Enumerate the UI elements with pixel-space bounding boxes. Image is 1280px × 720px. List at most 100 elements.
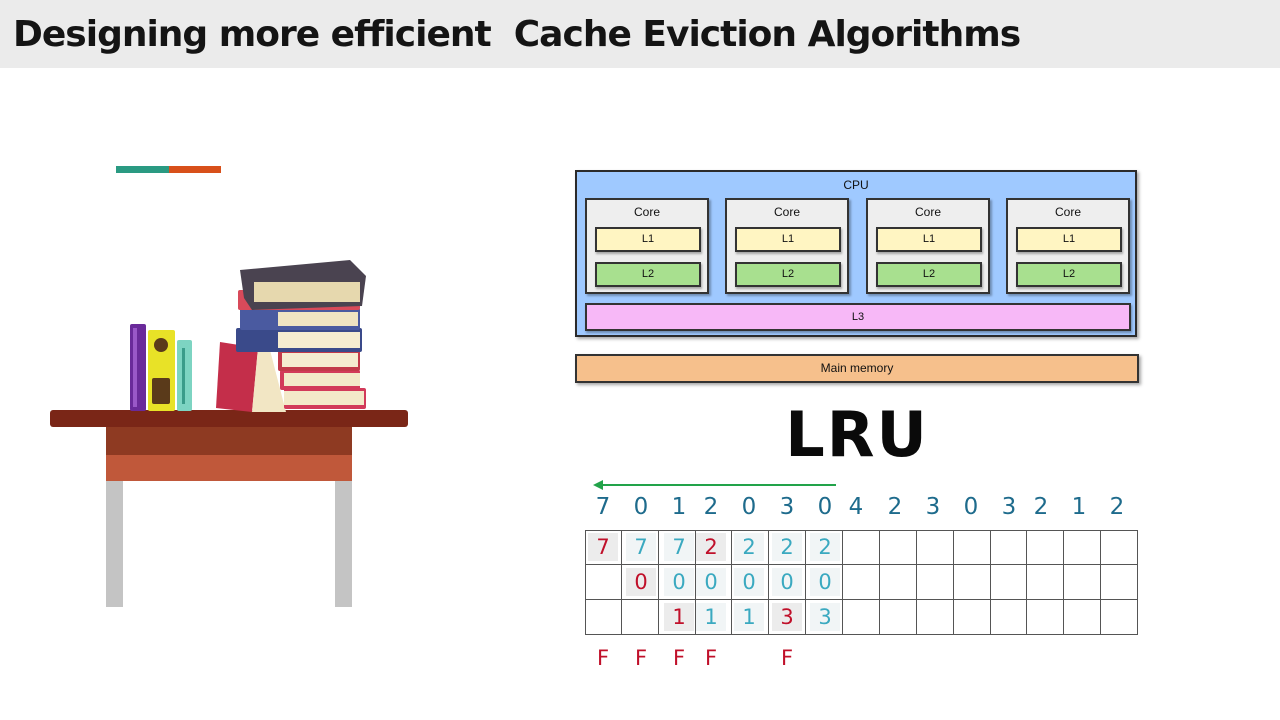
frame-cell [879,530,917,565]
core-label: Core [914,205,941,219]
reference-item: 3 [1001,494,1017,520]
frame-cell [658,600,696,635]
l1-cache: L1 [876,227,982,252]
frame-cell [990,530,1028,565]
l1-cache: L1 [595,227,701,252]
frame-cell [769,565,807,600]
reference-item: 3 [779,494,795,520]
frame-cell [843,600,880,635]
frame-value: 0 [734,568,764,596]
book-red-leaning [216,342,258,412]
frame-cell [1064,530,1102,565]
core-1: Core L1 L2 [585,198,709,294]
l2-cache: L2 [595,262,701,287]
lru-title: LRU [785,398,929,471]
frame-cell [879,600,917,635]
reference-item: 1 [671,494,687,520]
frame-cell [621,565,659,600]
frame-cell [621,600,659,635]
page-fault-marker: F [672,646,686,670]
frame-cell [769,530,807,565]
core-label: Core [1054,205,1081,219]
frame-cell [695,600,733,635]
frame-value: 7 [626,533,656,561]
frame-cell [732,600,770,635]
frame-cell [658,565,696,600]
core-2: Core L1 L2 [725,198,849,294]
frame-cell [916,565,954,600]
frame-value: 3 [810,603,840,631]
core-4: Core L1 L2 [1006,198,1130,294]
cpu-block: CPU Core L1 L2 Core L1 L2 Core L1 L2 Cor… [575,170,1137,337]
frame-cell [1027,565,1065,600]
title-bar: Designing more efficient Cache Eviction … [0,0,1280,68]
l1-cache: L1 [1016,227,1122,252]
frame-cell [1027,530,1065,565]
frame-value: 1 [664,603,694,631]
slide-title: Designing more efficient Cache Eviction … [13,14,1021,55]
frame-cell [658,530,696,565]
reference-item: 1 [1071,494,1087,520]
frame-cell [695,565,733,600]
frame-cell [843,530,880,565]
frame-cell [843,565,880,600]
reference-item: 0 [817,494,833,520]
frame-value: 1 [734,603,764,631]
page-fault-marker: F [596,646,610,670]
frame-value: 1 [696,603,726,631]
frame-cell [953,565,991,600]
l3-cache: L3 [585,303,1131,331]
page-fault-marker: F [780,646,794,670]
frame-cell [1101,600,1138,635]
frame-cell [621,530,659,565]
frame-value: 2 [772,533,802,561]
frame-value: 2 [810,533,840,561]
desk-apron [106,425,352,455]
frame-cell [585,565,622,600]
reference-item: 2 [1033,494,1049,520]
frame-value: 3 [772,603,802,631]
reference-item: 0 [633,494,649,520]
frame-value: 0 [664,568,694,596]
frame-value: 0 [810,568,840,596]
left-arrow-icon [593,480,836,490]
frame-cell [1101,565,1138,600]
reference-item: 4 [848,494,864,520]
reference-item: 2 [887,494,903,520]
frame-cell [1101,530,1138,565]
frame-cell [806,565,844,600]
frame-cell [990,600,1028,635]
reference-item: 2 [703,494,719,520]
reference-item: 0 [741,494,757,520]
l2-cache: L2 [735,262,841,287]
l1-cache: L1 [735,227,841,252]
frame-cell [953,600,991,635]
accent-bar-orange [169,166,221,173]
main-memory: Main memory [575,354,1139,383]
frame-value: 7 [664,533,694,561]
l2-cache: L2 [1016,262,1122,287]
frame-value: 7 [588,533,618,561]
frame-cell [732,565,770,600]
desk-books-illustration [50,260,408,607]
reference-item: 7 [595,494,611,520]
frame-value: 2 [696,533,726,561]
reference-item: 3 [925,494,941,520]
page-fault-marker: F [634,646,648,670]
frame-value: 0 [626,568,656,596]
frame-cell [585,530,622,565]
frame-cell [990,565,1028,600]
frame-cell [732,530,770,565]
frame-cell [769,600,807,635]
reference-item: 0 [963,494,979,520]
frame-cell [879,565,917,600]
frame-cell [806,530,844,565]
frame-value: 2 [734,533,764,561]
frame-cell [916,530,954,565]
l2-cache: L2 [876,262,982,287]
frame-value: 0 [772,568,802,596]
accent-bar-teal [116,166,169,173]
frame-cell [695,530,733,565]
frame-cell [585,600,622,635]
